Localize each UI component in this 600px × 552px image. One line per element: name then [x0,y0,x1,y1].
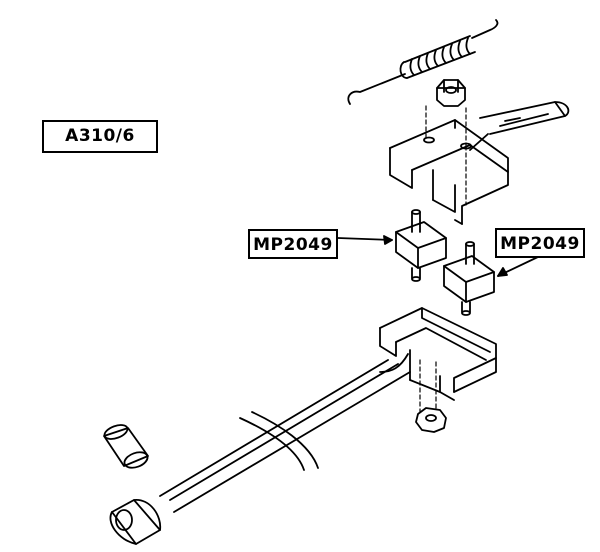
pedal-shaft-upper [469,101,570,151]
alignment-lines [419,105,467,413]
separate-bush [103,424,149,469]
rubber-mount-right [443,241,495,316]
label-arrows [337,235,541,277]
top-nut [436,79,466,107]
part-number-label-right: MP2049 [495,228,585,258]
bottom-nut [415,407,447,433]
assembly-code-label: A310/6 [42,120,158,153]
return-spring [347,19,499,105]
rubber-mount-left [395,209,447,282]
part-number-label-left: MP2049 [248,229,338,259]
shaft-end-bush [109,499,162,545]
upper-bracket [389,119,509,225]
pedal-shaft-long [159,353,411,513]
lower-bracket [379,307,497,401]
